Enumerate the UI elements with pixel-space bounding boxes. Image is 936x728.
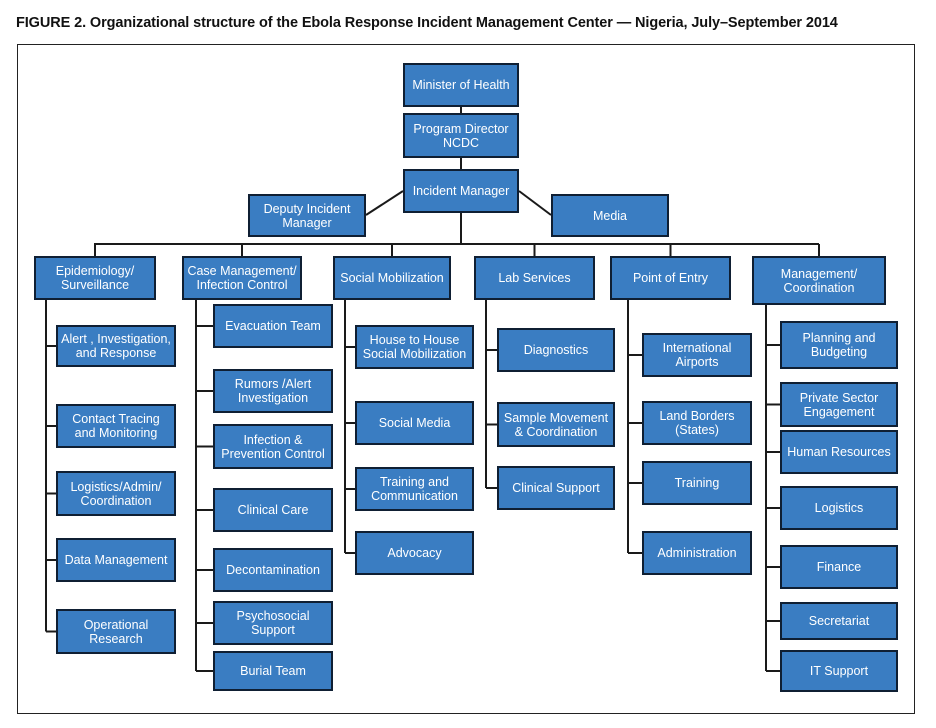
column-1-item-2: Contact Tracing and Monitoring (56, 404, 176, 448)
column-2-item-3: Infection & Prevention Control (213, 424, 333, 469)
column-1-item-4: Data Management (56, 538, 176, 582)
column-2-item-1: Evacuation Team (213, 304, 333, 348)
column-2-item-5: Decontamination (213, 548, 333, 592)
column-5-item-4: Administration (642, 531, 752, 575)
column-4-item-2: Sample Movement & Coordination (497, 402, 615, 447)
column-2-item-6: Psychosocial Support (213, 601, 333, 645)
column-6-item-3: Human Resources (780, 430, 898, 474)
link-im-media (518, 190, 552, 216)
column-6-item-4: Logistics (780, 486, 898, 530)
minister-of-health-box: Minister of Health (403, 63, 519, 107)
figure-title: FIGURE 2. Organizational structure of th… (16, 15, 838, 31)
column-head-4: Lab Services (474, 256, 595, 300)
column-1-item-3: Logistics/Admin/ Coordination (56, 471, 176, 516)
column-4-item-1: Diagnostics (497, 328, 615, 372)
column-5-item-2: Land Borders (States) (642, 401, 752, 445)
column-2-item-4: Clinical Care (213, 488, 333, 532)
column-head-2: Case Management/ Infection Control (182, 256, 302, 300)
media-box: Media (551, 194, 669, 237)
program-director-box: Program Director NCDC (403, 113, 519, 158)
column-6-item-2: Private Sector Engagement (780, 382, 898, 427)
link-im-deputy (365, 190, 404, 216)
column-3-item-1: House to House Social Mobilization (355, 325, 474, 369)
column-head-5: Point of Entry (610, 256, 731, 300)
column-6-item-7: IT Support (780, 650, 898, 692)
column-3-item-3: Training and Communication (355, 467, 474, 511)
chart-frame (17, 44, 915, 714)
column-head-6: Management/ Coordination (752, 256, 886, 305)
column-2-item-7: Burial Team (213, 651, 333, 691)
incident-manager-box: Incident Manager (403, 169, 519, 213)
column-2-item-2: Rumors /Alert Investigation (213, 369, 333, 413)
column-5-item-3: Training (642, 461, 752, 505)
column-3-item-2: Social Media (355, 401, 474, 445)
column-5-item-1: International Airports (642, 333, 752, 377)
column-head-1: Epidemiology/ Surveillance (34, 256, 156, 300)
column-3-item-4: Advocacy (355, 531, 474, 575)
deputy-incident-manager-box: Deputy Incident Manager (248, 194, 366, 237)
column-4-item-3: Clinical Support (497, 466, 615, 510)
column-6-item-5: Finance (780, 545, 898, 589)
column-1-item-5: Operational Research (56, 609, 176, 654)
column-head-3: Social Mobilization (333, 256, 451, 300)
column-6-item-6: Secretariat (780, 602, 898, 640)
column-6-item-1: Planning and Budgeting (780, 321, 898, 369)
column-1-item-1: Alert , Investigation, and Response (56, 325, 176, 367)
